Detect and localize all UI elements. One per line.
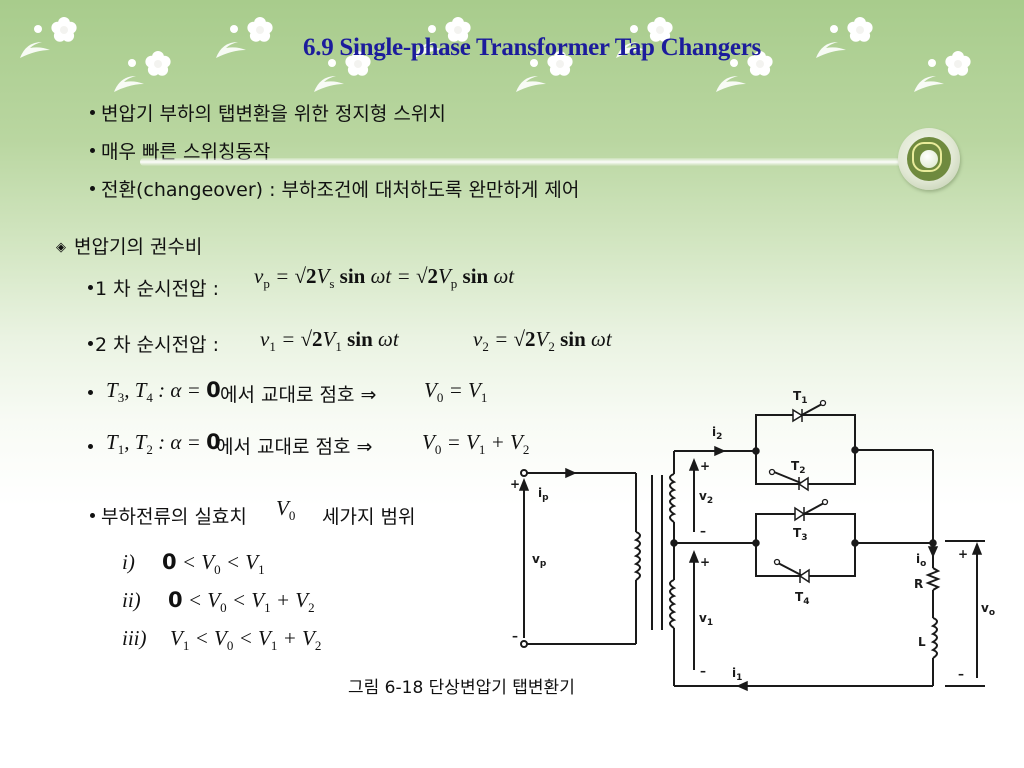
section-heading: ◈ 변압기의 권수비 xyxy=(56,232,202,259)
v1-minus: – xyxy=(700,664,706,678)
primary-voltage-formula: vp = √2Vs sin ωt = √2Vp sin ωt xyxy=(254,264,515,292)
rms-symbol: V0 xyxy=(276,496,296,524)
primary-voltage-label: 1 차 순시전압 : xyxy=(95,278,220,300)
section-heading-text: 변압기의 권수비 xyxy=(74,236,203,258)
vo-plus: + xyxy=(958,547,968,561)
ornament-ring xyxy=(912,142,942,172)
v1-label: v1 xyxy=(699,611,713,628)
bullet-text: 전환(changeover) : 부하조건에 대처하도록 완만하게 제어 xyxy=(101,179,580,201)
t4-label: T4 xyxy=(795,590,809,607)
range-label: i) xyxy=(122,550,135,574)
vp-plus: + xyxy=(510,477,520,491)
range-iii: iii)V1 < V0 < V1 + V2 xyxy=(122,626,322,654)
ornament-icon xyxy=(898,128,960,190)
thyristor-t1-t2-condition: T1, T2 : α = 0 xyxy=(106,430,221,458)
secondary-voltage-label: 2 차 순시전압 : xyxy=(95,334,220,356)
primary-voltage-row: 1 차 순시전압 : xyxy=(88,274,219,301)
ornament-inner xyxy=(907,137,951,181)
bullet-dot xyxy=(88,444,93,449)
bullet-text: 매우 빠른 스위칭동작 xyxy=(101,141,271,163)
bullet-static-switch: 변압기 부하의 탭변환을 위한 정지형 스위치 xyxy=(90,99,446,126)
bullet-dot xyxy=(90,186,95,191)
firing-text: 에서 교대로 점호 ⇒ xyxy=(216,436,373,458)
t2-label: T2 xyxy=(791,459,805,476)
bullet-changeover: 전환(changeover) : 부하조건에 대처하도록 완만하게 제어 xyxy=(90,175,579,202)
bullet-dot xyxy=(90,148,95,153)
diamond-icon: ◈ xyxy=(56,240,66,255)
firing-result: V0 = V1 + V2 xyxy=(422,430,530,458)
divider-rule xyxy=(140,158,910,166)
ornament-core xyxy=(920,150,938,168)
v2-plus: + xyxy=(700,459,710,473)
vp-minus: – xyxy=(512,629,518,643)
l-label: L xyxy=(918,635,926,649)
firing-text: 에서 교대로 점호 ⇒ xyxy=(220,384,377,406)
v1-plus: + xyxy=(700,555,710,569)
vo-label: vo xyxy=(981,601,995,618)
vo-minus: – xyxy=(958,667,964,681)
r-label: R xyxy=(914,577,923,591)
bullet-dot xyxy=(90,513,95,518)
vp-label: vp xyxy=(532,552,547,569)
rms-range-row: 부하전류의 실효치 xyxy=(90,502,247,529)
range-ii: ii)0 < V0 < V1 + V2 xyxy=(122,588,315,616)
bullet-dot xyxy=(88,341,93,346)
v2-minus: – xyxy=(700,524,706,538)
t3-label: T3 xyxy=(793,526,807,543)
bullet-dot xyxy=(90,110,95,115)
range-label: ii) xyxy=(122,588,141,612)
secondary-voltage-row: 2 차 순시전압 : xyxy=(88,330,219,357)
secondary-voltage-formula-1: v1 = √2V1 sin ωt xyxy=(260,327,399,355)
i1-label: i1 xyxy=(732,666,742,683)
bullet-text: 변압기 부하의 탭변환을 위한 정지형 스위치 xyxy=(101,103,446,125)
range-label: iii) xyxy=(122,626,147,650)
bullet-dot xyxy=(88,390,93,395)
range-i: i)0 < V0 < V1 xyxy=(122,550,265,578)
bullet-fast-switching: 매우 빠른 스위칭동작 xyxy=(90,137,270,164)
bullet-dot xyxy=(88,285,93,290)
t1-label: T1 xyxy=(793,389,807,406)
io-label: io xyxy=(916,552,926,569)
slide-title: 6.9 Single-phase Transformer Tap Changer… xyxy=(303,34,761,61)
figure-caption: 그림 6-18 단상변압기 탭변환기 xyxy=(348,678,575,698)
v2-label: v2 xyxy=(699,489,713,506)
firing-result: V0 = V1 xyxy=(424,378,488,406)
thyristor-t3-t4-condition: T3, T4 : α = 0 xyxy=(106,378,221,406)
ip-label: ip xyxy=(538,486,549,503)
secondary-voltage-formula-2: v2 = √2V2 sin ωt xyxy=(473,327,612,355)
i2-label: i2 xyxy=(712,425,722,442)
rms-range-after: 세가지 범위 xyxy=(322,506,416,528)
rms-range-text: 부하전류의 실효치 xyxy=(101,506,247,528)
